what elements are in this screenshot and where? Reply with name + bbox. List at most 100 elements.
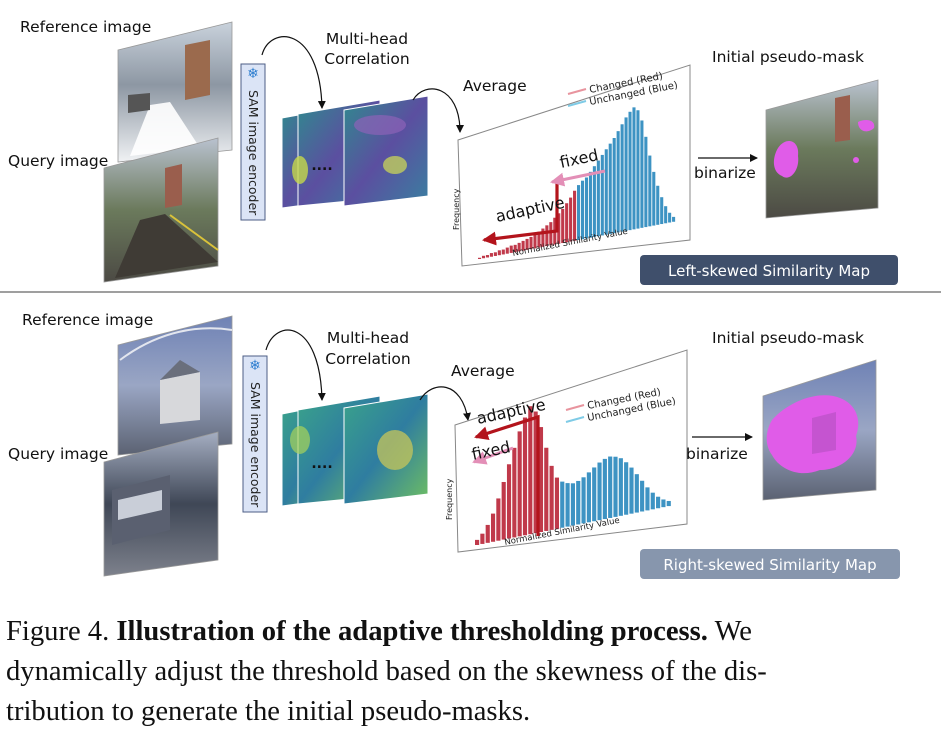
histogram-bar-changed bbox=[569, 197, 573, 242]
histogram-bar-unchanged bbox=[560, 481, 565, 528]
caption-line-2: dynamically adjust the threshold based o… bbox=[6, 656, 767, 687]
query-image-thumbnail bbox=[103, 137, 219, 283]
adaptive-arrow bbox=[474, 414, 540, 536]
histogram-bar-changed bbox=[475, 539, 480, 545]
ellipsis-dots: .... bbox=[311, 456, 332, 472]
caption-line-3: tribution to generate the initial pseudo… bbox=[6, 696, 531, 727]
histogram-bar-unchanged bbox=[565, 483, 570, 527]
histogram-bar-unchanged bbox=[602, 458, 607, 520]
histogram-bar-unchanged bbox=[650, 492, 655, 510]
histogram-bar-unchanged bbox=[636, 110, 640, 229]
caption-line-1: Figure 4. Illustration of the adaptive t… bbox=[6, 612, 936, 652]
histogram-bar-unchanged bbox=[597, 462, 602, 521]
histogram-bar-changed bbox=[496, 498, 501, 541]
histogram-bar-changed bbox=[478, 257, 482, 259]
histogram-bar-unchanged bbox=[628, 111, 632, 231]
encoder-label: SAM image encoder bbox=[246, 90, 261, 216]
pseudo-mask-image bbox=[765, 79, 879, 219]
histogram-top-bars bbox=[478, 107, 676, 259]
badge-label: Right-skewed Similarity Map bbox=[663, 556, 876, 574]
histogram-bar-changed bbox=[506, 464, 512, 539]
reference-image-label: Reference image bbox=[22, 311, 153, 329]
adaptive-arrow bbox=[482, 183, 559, 246]
histogram-bar-unchanged bbox=[668, 212, 672, 223]
histogram-bar-changed bbox=[505, 247, 509, 254]
caption-rest: We bbox=[714, 616, 752, 647]
histogram-bar-changed bbox=[501, 249, 505, 255]
histogram-bottom-bars bbox=[475, 406, 671, 545]
histogram-bar-unchanged bbox=[592, 467, 597, 522]
histogram-bar-changed bbox=[512, 447, 517, 538]
histogram-bar-changed bbox=[544, 447, 549, 531]
histogram-bar-unchanged bbox=[661, 499, 666, 508]
histogram-ylabel: Frequency bbox=[452, 188, 461, 230]
histogram-bar-unchanged bbox=[648, 155, 652, 227]
histogram-bar-unchanged bbox=[652, 171, 656, 226]
histogram-bar-changed bbox=[485, 524, 490, 543]
histogram-bar-changed bbox=[529, 236, 533, 250]
histogram-bar-unchanged bbox=[644, 136, 648, 228]
histogram-bar-unchanged bbox=[580, 180, 585, 240]
caption-prefix: Figure 4. bbox=[6, 616, 110, 647]
histogram-bar-changed bbox=[517, 242, 521, 252]
right-skewed-badge: Right-skewed Similarity Map bbox=[640, 549, 900, 579]
encoder-label: SAM image encoder bbox=[248, 382, 263, 508]
histogram-bar-changed bbox=[480, 533, 485, 544]
histogram-bar-unchanged bbox=[586, 472, 591, 523]
correlation-label-line1: Multi-head bbox=[327, 329, 409, 347]
panel-bottom: Reference image Query image ❄ SAM image … bbox=[8, 311, 900, 579]
histogram-bar-changed bbox=[490, 513, 496, 542]
sam-image-encoder: ❄ SAM image encoder bbox=[240, 63, 266, 221]
ellipsis-dots: .... bbox=[311, 158, 332, 174]
average-label: Average bbox=[463, 77, 527, 95]
histogram-bar-unchanged bbox=[608, 456, 613, 518]
left-skewed-badge: Left-skewed Similarity Map bbox=[640, 255, 898, 285]
histogram-bar-unchanged bbox=[624, 462, 629, 515]
arrow-to-average bbox=[412, 88, 464, 133]
histogram-bar-changed bbox=[501, 481, 506, 540]
histogram-bar-unchanged bbox=[632, 107, 636, 230]
histogram-bar-unchanged bbox=[629, 467, 634, 514]
histogram-bar-unchanged bbox=[640, 480, 645, 512]
arrow-to-correlation bbox=[265, 329, 326, 401]
histogram-bar-unchanged bbox=[616, 131, 620, 233]
histogram-bar-unchanged bbox=[664, 206, 668, 224]
histogram-bar-unchanged bbox=[588, 171, 592, 238]
histogram-bar-changed bbox=[509, 245, 513, 253]
histogram-bar-unchanged bbox=[584, 177, 589, 239]
snowflake-icon: ❄ bbox=[249, 358, 261, 374]
correlation-heatmap-stack: .... bbox=[281, 393, 429, 507]
snowflake-icon: ❄ bbox=[247, 66, 259, 82]
histogram-ylabel: Frequency bbox=[445, 478, 454, 520]
mask-label: Initial pseudo-mask bbox=[712, 329, 864, 347]
histogram-bottom: Changed (Red) Unchanged (Blue) Normalize… bbox=[445, 349, 688, 553]
sam-image-encoder: ❄ SAM image encoder bbox=[242, 355, 268, 513]
query-image-label: Query image bbox=[8, 152, 108, 170]
arrow-to-correlation bbox=[261, 36, 326, 109]
histogram-bar-unchanged bbox=[592, 166, 596, 237]
correlation-label-line2: Correlation bbox=[325, 350, 410, 368]
histogram-bar-unchanged bbox=[600, 154, 604, 236]
histogram-bar-changed bbox=[533, 411, 538, 534]
query-image-thumbnail bbox=[103, 431, 219, 577]
arrow-to-average bbox=[419, 386, 471, 421]
histogram-bar-changed bbox=[533, 233, 537, 249]
mask-label: Initial pseudo-mask bbox=[712, 48, 864, 66]
histogram-bar-unchanged bbox=[634, 474, 639, 513]
histogram-bar-changed bbox=[517, 431, 522, 537]
histogram-bar-unchanged bbox=[577, 185, 581, 240]
histogram-bar-unchanged bbox=[581, 477, 586, 524]
histogram-bar-unchanged bbox=[645, 487, 650, 511]
histogram-bar-changed bbox=[522, 417, 528, 536]
histogram-bar-unchanged bbox=[660, 197, 664, 225]
badge-label: Left-skewed Similarity Map bbox=[668, 262, 870, 280]
histogram-bar-changed bbox=[541, 228, 545, 247]
histogram-bar-changed bbox=[538, 427, 544, 533]
reference-image-thumbnail bbox=[117, 21, 233, 163]
histogram-bar-changed bbox=[554, 477, 560, 529]
correlation-label-line2: Correlation bbox=[324, 50, 409, 68]
histogram-bar-unchanged bbox=[624, 117, 628, 231]
reference-image-label: Reference image bbox=[20, 18, 151, 36]
histogram-bar-changed bbox=[549, 222, 553, 246]
